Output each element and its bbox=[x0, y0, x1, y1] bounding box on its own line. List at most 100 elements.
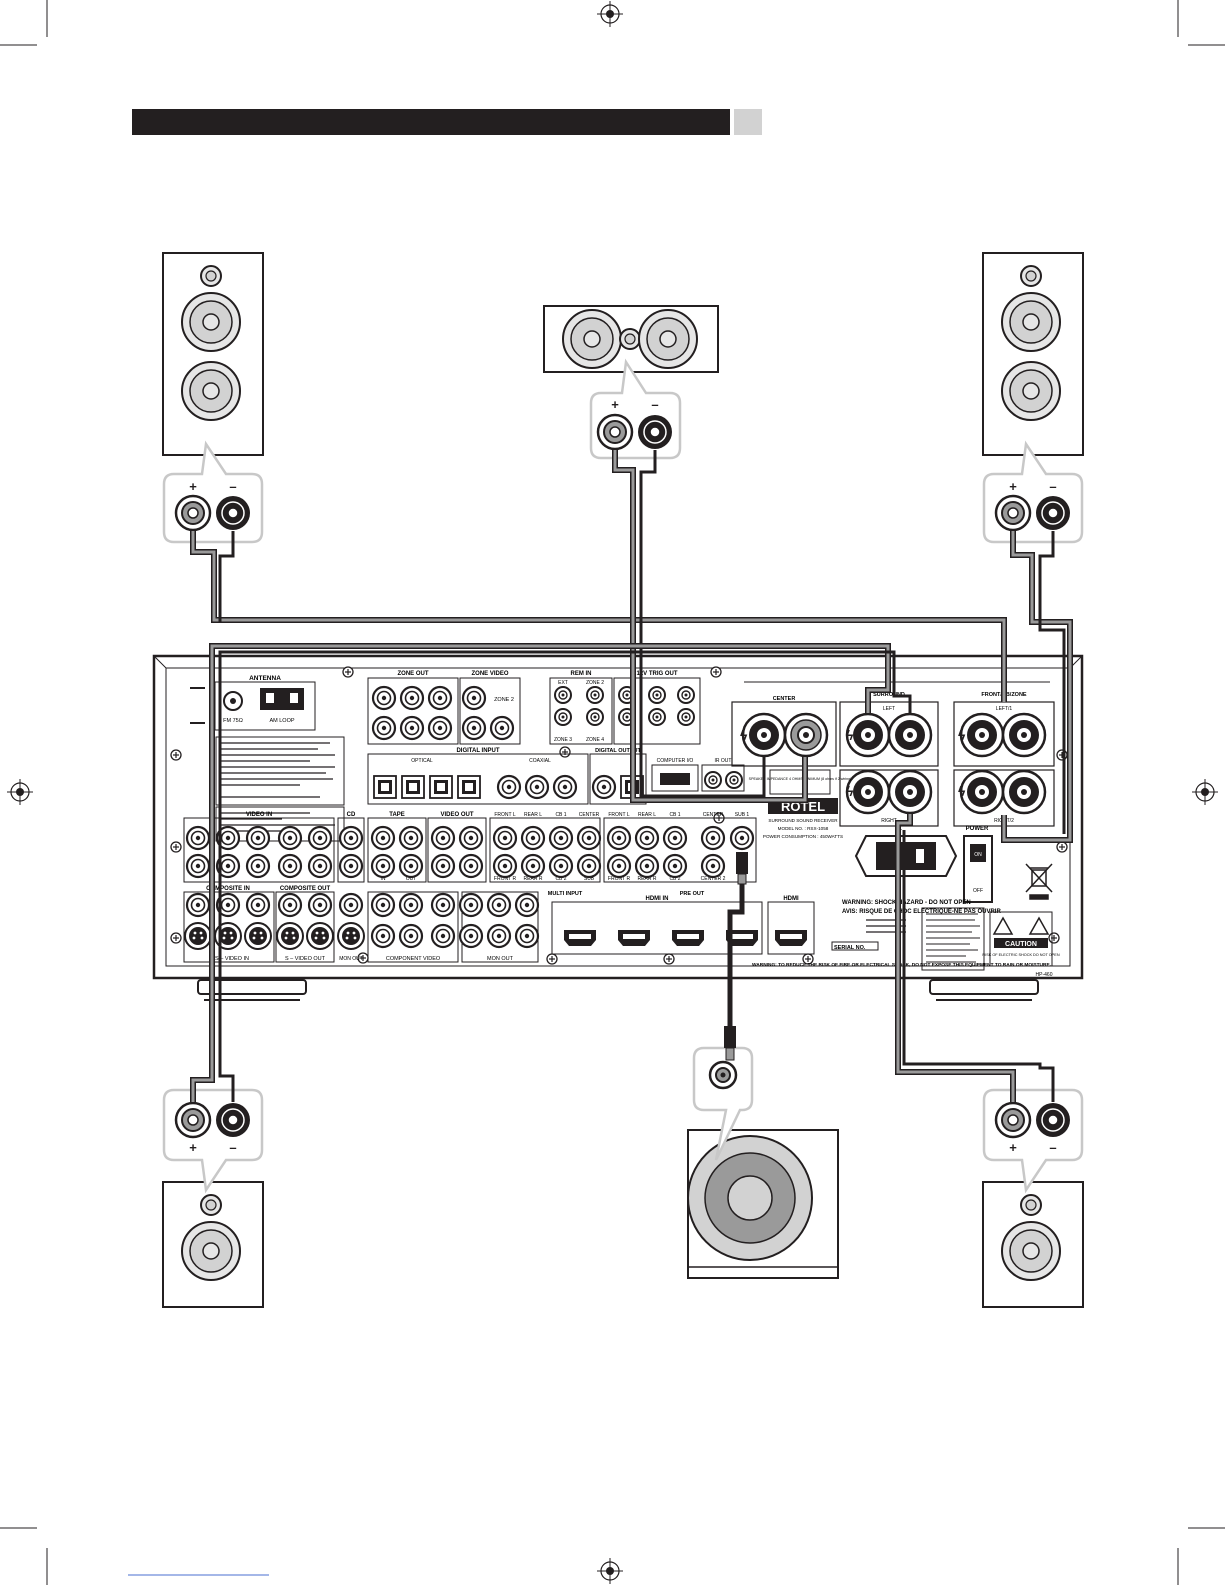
front-right-minus-terminal bbox=[1035, 495, 1071, 531]
surround-left-plus-label: + bbox=[189, 1140, 197, 1155]
surround-right-terminal-callout bbox=[982, 1088, 1084, 1194]
multi-front-l-label: FRONT L bbox=[494, 812, 516, 818]
front-right-terminal-callout bbox=[982, 440, 1084, 544]
computer-io-label: COMPUTER I/O bbox=[657, 758, 694, 764]
pre-center2-label: CENTER 2 bbox=[701, 876, 726, 882]
zone2-video-label: ZONE 2 bbox=[494, 697, 514, 703]
s-video-out-label: S – VIDEO OUT bbox=[285, 956, 326, 962]
pre-sub1-label: SUB 1 bbox=[735, 812, 750, 818]
hdmi-label: HDMI bbox=[783, 896, 799, 902]
surround-right-output-label: RIGHT bbox=[881, 818, 897, 824]
subwoofer-cable-plug-bottom bbox=[724, 1026, 736, 1061]
composite-out-label: COMPOSITE OUT bbox=[280, 886, 331, 892]
center-minus-label: – bbox=[651, 397, 658, 412]
tape-out-label: OUT bbox=[406, 876, 417, 882]
multi-cb2-label: CB 2 bbox=[555, 876, 566, 882]
surround-left-output-label: LEFT bbox=[883, 706, 895, 712]
svg-text:ϟ: ϟ bbox=[846, 783, 854, 799]
caution-label: CAUTION bbox=[1005, 941, 1037, 948]
multi-center-label: CENTER bbox=[579, 812, 600, 818]
surround-right-plus-terminal bbox=[994, 1101, 1032, 1139]
front-left-minus-terminal bbox=[215, 495, 251, 531]
trig-out-label: 12V TRIG OUT bbox=[636, 671, 677, 677]
center-plus-terminal bbox=[596, 413, 634, 451]
shock-warning-en: WARNING: SHOCK HAZARD - DO NOT OPEN bbox=[842, 900, 971, 906]
panel-model-code: HP-460 bbox=[1036, 972, 1053, 978]
front-left-speaker bbox=[162, 252, 264, 456]
pre-front-r-label: FRONT R bbox=[608, 876, 631, 882]
mon-out-label-sv: MON OUT bbox=[339, 956, 363, 962]
component-video-label: COMPONENT VIDEO bbox=[386, 956, 441, 962]
weee-bin-icon bbox=[1025, 863, 1053, 900]
registration-mark-top bbox=[596, 0, 624, 28]
subwoofer bbox=[687, 1129, 839, 1279]
front-right-plus-terminal bbox=[994, 494, 1032, 532]
cd-label: CD bbox=[347, 812, 356, 818]
front-left1-output-label: LEFT/1 bbox=[996, 706, 1013, 712]
tape-in-label: IN bbox=[381, 876, 386, 882]
product-name: SURROUND SOUND RECEIVER bbox=[768, 818, 838, 823]
registration-mark-left bbox=[6, 778, 34, 806]
fm-antenna-label: FM 75Ω bbox=[223, 718, 243, 724]
surround-left-speaker bbox=[162, 1181, 264, 1308]
subwoofer-input-callout bbox=[692, 1046, 754, 1161]
rem-ext-label: EXT bbox=[558, 680, 568, 686]
power-label: POWER bbox=[966, 826, 989, 832]
antenna-label: ANTENNA bbox=[249, 675, 281, 682]
svg-text:ϟ: ϟ bbox=[958, 783, 966, 799]
surround-left-terminal-callout bbox=[162, 1088, 264, 1194]
pre-out-label: PRE OUT bbox=[680, 891, 705, 897]
composite-in-label: COMPOSITE IN bbox=[206, 886, 250, 892]
pre-cb1-label: CB 1 bbox=[669, 812, 680, 818]
serial-number-label: SERIAL NO. bbox=[834, 945, 866, 951]
power-off-label: OFF bbox=[973, 888, 983, 894]
video-in-label: VIDEO IN bbox=[246, 812, 272, 818]
center-plus-label: + bbox=[611, 397, 619, 412]
rem-in-label: REM IN bbox=[571, 671, 592, 677]
front-left-plus-label: + bbox=[189, 479, 197, 494]
front-left-terminal-callout bbox=[162, 440, 264, 544]
video-out-label: VIDEO OUT bbox=[440, 812, 473, 818]
digital-input-label: DIGITAL INPUT bbox=[456, 748, 499, 754]
multi-input-label: MULTI INPUT bbox=[548, 891, 583, 897]
pre-front-l-label: FRONT L bbox=[608, 812, 630, 818]
zone-out-label: ZONE OUT bbox=[398, 671, 429, 677]
front-right-plus-label: + bbox=[1009, 479, 1017, 494]
s-video-in-label: S – VIDEO IN bbox=[215, 956, 249, 962]
fire-warning: WARNING: TO REDUCE THE RISK OF FIRE OR E… bbox=[752, 962, 1051, 968]
hdmi-in-label: HDMI IN bbox=[646, 896, 669, 902]
registration-mark-bottom bbox=[596, 1557, 624, 1585]
center-output-label: CENTER bbox=[773, 696, 796, 702]
surround-left-plus-terminal bbox=[174, 1101, 212, 1139]
section-header-accent bbox=[734, 109, 762, 135]
am-antenna-label: AM LOOP bbox=[269, 718, 294, 724]
optical-label: OPTICAL bbox=[411, 758, 433, 764]
pre-cb2-label: CB 2 bbox=[669, 876, 680, 882]
svg-text:ϟ: ϟ bbox=[846, 727, 854, 743]
pre-rear-l-label: REAR L bbox=[638, 812, 656, 818]
front-right-speaker bbox=[982, 252, 1084, 456]
surround-right-plus-label: + bbox=[1009, 1140, 1017, 1155]
tape-label: TAPE bbox=[389, 812, 405, 818]
section-header-bar bbox=[132, 109, 730, 135]
multi-front-r-label: FRONT R bbox=[494, 876, 517, 882]
svg-text:ϟ: ϟ bbox=[740, 727, 748, 743]
receiver-rear-panel: ANTENNA FM 75Ω AM LOOP ZONE OUT ZONE VID… bbox=[152, 654, 1084, 1001]
model-number: MODEL NO. : RSX-1058 bbox=[778, 826, 829, 831]
front-left-minus-label: – bbox=[229, 479, 236, 494]
power-consumption: POWER CONSUMPTION : 450WATTS bbox=[763, 834, 843, 839]
subwoofer-cable-plug-top bbox=[736, 852, 748, 885]
surround-right-minus-label: – bbox=[1049, 1140, 1056, 1155]
zone-video-label: ZONE VIDEO bbox=[471, 671, 508, 677]
rem-zone4-label: ZONE 4 bbox=[586, 737, 604, 743]
multi-rear-r-label: REAR R bbox=[524, 876, 543, 882]
multi-cb1-label: CB 1 bbox=[555, 812, 566, 818]
svg-text:ϟ: ϟ bbox=[958, 727, 966, 743]
front-left-plus-terminal bbox=[174, 494, 212, 532]
surround-left-minus-label: – bbox=[229, 1140, 236, 1155]
power-on-label: ON bbox=[974, 852, 982, 858]
surround-right-speaker bbox=[982, 1181, 1084, 1308]
center-minus-terminal bbox=[637, 414, 673, 450]
coaxial-label: COAXIAL bbox=[529, 758, 551, 764]
